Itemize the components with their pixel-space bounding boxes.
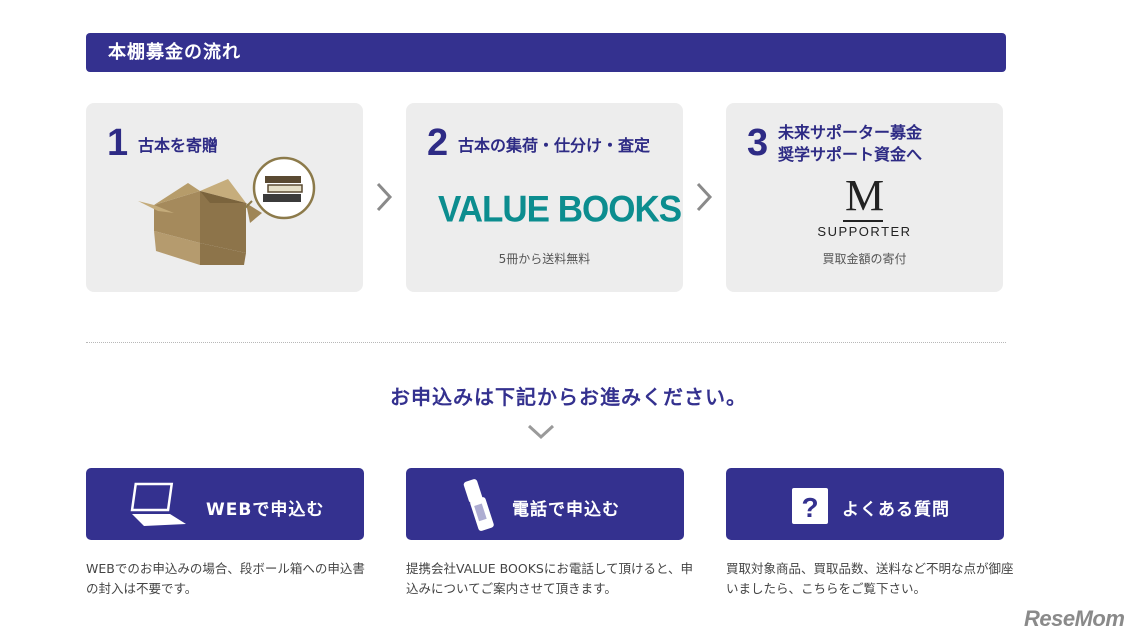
step-card-2: 2 古本の集荷・仕分け・査定 VALUE BOOKS 5冊から送料無料 <box>406 103 683 292</box>
cardboard-box-icon <box>138 156 316 265</box>
button-label: WEBで申込む <box>206 500 325 520</box>
resemom-watermark: ReseMom <box>1024 606 1125 631</box>
logo-divider <box>843 220 883 222</box>
step-number: 3 <box>747 122 769 164</box>
laptop-icon <box>130 482 186 526</box>
step-title: 古本の集荷・仕分け・査定 <box>458 136 651 155</box>
arrow-right-icon <box>376 182 393 212</box>
phone-icon <box>463 479 494 531</box>
button-label: 電話で申込む <box>512 500 620 520</box>
chevron-down-icon <box>527 424 555 440</box>
question-icon: ? <box>792 488 828 524</box>
web-apply-button[interactable]: WEBで申込む <box>86 468 364 540</box>
step-caption: 買取金額の寄付 <box>822 252 907 266</box>
faq-button[interactable]: ? よくある質問 <box>726 468 1004 540</box>
step-card-3: 3 未来サポーター募金 奨学サポート資金へ M SUPPORTER 買取金額の寄… <box>726 103 1003 292</box>
button-description: 買取対象商品、買取品数、送料など不明な点が御座いましたら、こちらをご覧下さい。 <box>726 561 1014 596</box>
m-supporter-logo: M <box>844 171 885 220</box>
m-supporter-subtext: SUPPORTER <box>817 224 912 239</box>
arrow-right-icon <box>696 182 713 212</box>
step-title: 古本を寄贈 <box>138 136 219 155</box>
step-caption: 5冊から送料無料 <box>498 252 591 266</box>
button-label: よくある質問 <box>842 500 950 520</box>
divider <box>86 342 1006 343</box>
button-description: 提携会社VALUE BOOKSにお電話して頂けると、申込みについてご案内させて頂… <box>406 561 693 596</box>
step-card-1: 1 古本を寄贈 <box>86 103 363 292</box>
step-title-line: 未来サポーター募金 <box>778 123 923 142</box>
button-description: WEBでのお申込みの場合、段ボール箱への申込書の封入は不要です。 <box>86 561 365 596</box>
section-header: 本棚募金の流れ <box>86 33 1006 72</box>
step-number: 2 <box>427 122 449 164</box>
step-title: 未来サポーター募金 奨学サポート資金へ <box>778 122 922 166</box>
instruction-text: お申込みは下記からお進みください。 <box>390 385 747 409</box>
step-title-line: 奨学サポート資金へ <box>778 145 923 164</box>
value-books-logo: VALUE BOOKS <box>438 189 682 230</box>
svg-text:?: ? <box>801 492 818 523</box>
phone-apply-button[interactable]: 電話で申込む <box>406 468 684 540</box>
step-number: 1 <box>107 122 129 164</box>
section-title: 本棚募金の流れ <box>108 42 241 63</box>
